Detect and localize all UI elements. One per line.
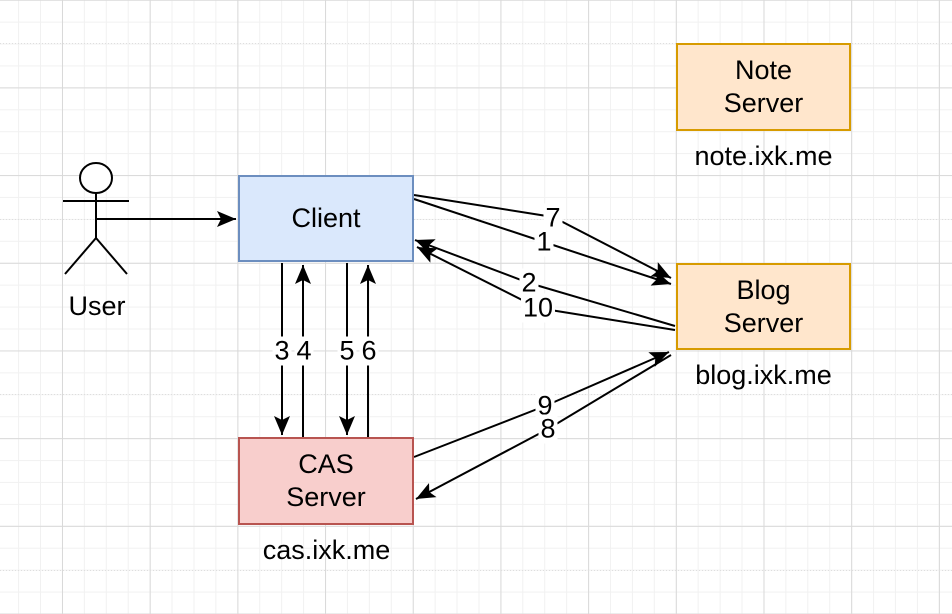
node-client-label: Client: [291, 203, 361, 233]
node-cas-server-label-line1: CAS: [298, 449, 354, 479]
edge-label-4[interactable]: 4: [294, 335, 314, 366]
node-blog-server[interactable]: Blog Server: [676, 263, 851, 350]
cas-server-domain[interactable]: cas.ixk.me: [262, 535, 391, 565]
edge-label-8[interactable]: 8: [538, 413, 558, 444]
edge-label-5[interactable]: 5: [337, 335, 357, 366]
edge-label-7[interactable]: 7: [543, 202, 563, 233]
note-server-domain[interactable]: note.ixk.me: [694, 141, 833, 171]
edge-label-2[interactable]: 2: [519, 267, 539, 298]
actor-user-label[interactable]: User: [68, 291, 126, 321]
actor-head: [79, 162, 113, 194]
node-cas-server[interactable]: CAS Server: [238, 437, 414, 525]
edge-label-3[interactable]: 3: [272, 335, 292, 366]
node-note-server-label-line1: Note: [734, 55, 793, 85]
edge-label-1[interactable]: 1: [534, 226, 554, 257]
node-cas-server-label-line2: Server: [286, 482, 366, 512]
actor-leg-right: [95, 237, 128, 275]
edge-label-10[interactable]: 10: [520, 292, 556, 323]
node-blog-server-label-line1: Blog: [736, 274, 791, 305]
actor-leg-left: [64, 237, 97, 275]
node-note-server[interactable]: Note Server: [676, 43, 851, 131]
actor-user[interactable]: [63, 162, 129, 275]
edge-label-6[interactable]: 6: [359, 335, 379, 366]
blog-server-domain[interactable]: blog.ixk.me: [695, 360, 832, 390]
node-note-server-label-line2: Server: [723, 88, 804, 118]
edge-label-9[interactable]: 9: [535, 390, 555, 421]
node-client[interactable]: Client: [238, 175, 414, 262]
node-blog-server-label-line2: Server: [723, 307, 804, 338]
